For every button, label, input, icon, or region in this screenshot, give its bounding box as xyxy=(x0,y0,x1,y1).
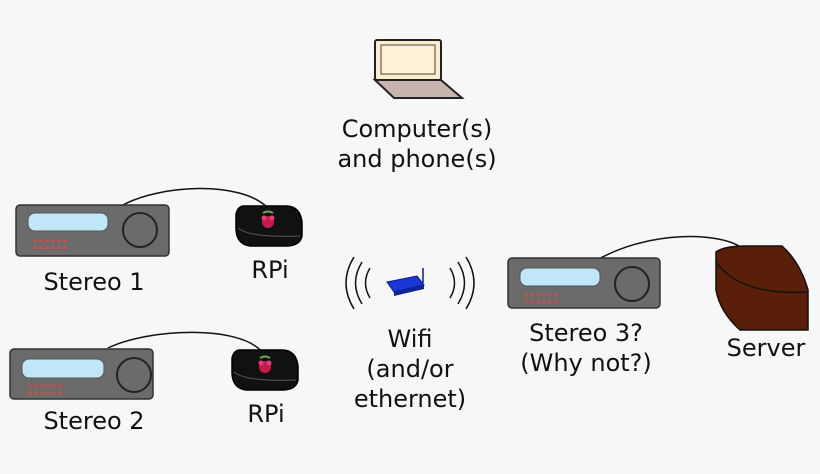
wifi-router-icon xyxy=(386,268,425,296)
computer-label: Computer(s) and phone(s) xyxy=(320,114,514,174)
computer-label-line1: Computer(s) xyxy=(341,115,493,143)
cable-stereo2-rpi2 xyxy=(107,331,263,353)
computer-label-line2: and phone(s) xyxy=(337,145,497,173)
stereo-3-label-line1: Stereo 3? xyxy=(529,319,643,347)
server-icon xyxy=(715,245,809,331)
stereo-3-icon xyxy=(507,257,661,309)
wifi-label-line2: (and/or xyxy=(366,355,454,383)
wifi-waves-left-icon xyxy=(345,256,371,310)
wifi-label: Wifi (and/or ethernet) xyxy=(340,324,480,414)
stereo-3-label-line2: (Why not?) xyxy=(520,349,652,377)
stereo-3-label: Stereo 3? (Why not?) xyxy=(506,318,666,378)
wifi-label-line1: Wifi xyxy=(387,325,433,353)
laptop-icon xyxy=(372,39,465,99)
stereo-2-icon xyxy=(9,348,154,400)
raspberry-logo-icon xyxy=(261,210,275,228)
wifi-label-line3: ethernet) xyxy=(353,385,467,413)
wifi-waves-right-icon xyxy=(449,256,475,310)
server-label: Server xyxy=(726,334,806,362)
stereo-1-icon xyxy=(15,204,170,257)
rpi-2-icon xyxy=(231,349,299,391)
raspberry-logo-icon xyxy=(258,355,272,373)
stereo-1-label: Stereo 1 xyxy=(43,268,145,296)
rpi-1-icon xyxy=(235,205,303,247)
cable-stereo1-rpi1 xyxy=(122,187,269,209)
cable-stereo3-server xyxy=(596,235,743,261)
stereo-2-label: Stereo 2 xyxy=(43,407,145,435)
rpi-2-label: RPi xyxy=(247,400,285,428)
rpi-1-label: RPi xyxy=(251,256,289,284)
